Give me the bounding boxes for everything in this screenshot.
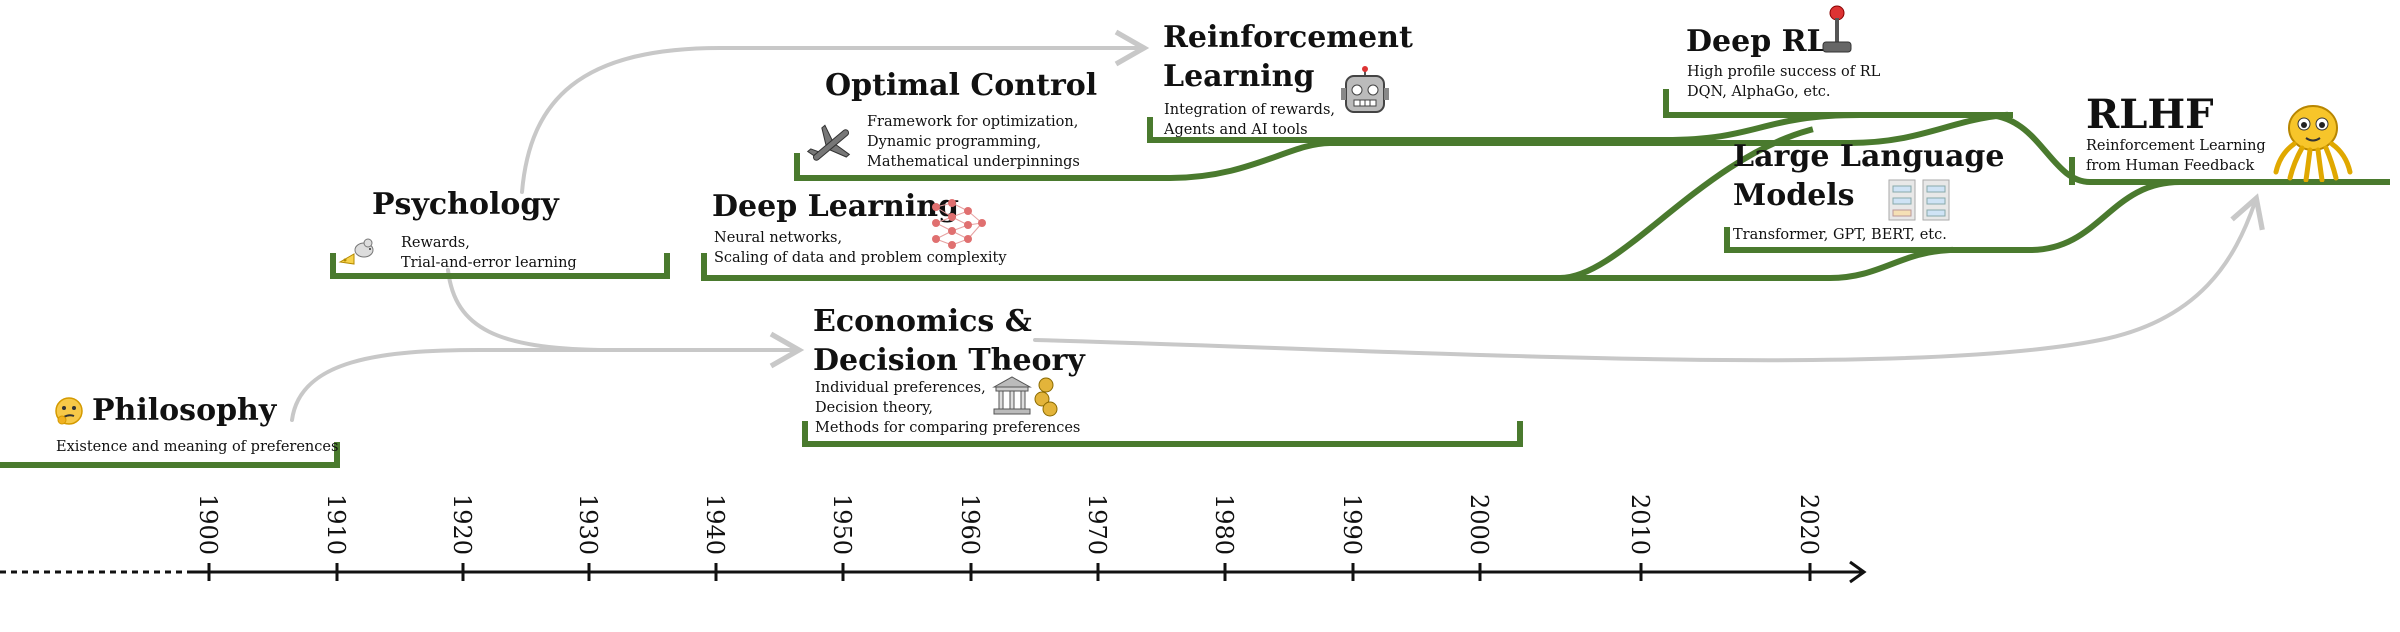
year-label-1960: 1960 xyxy=(956,494,984,556)
year-label-1920: 1920 xyxy=(448,494,476,556)
rl-title-2: Learning xyxy=(1163,59,1315,94)
deep-rl-title: Deep RL xyxy=(1686,24,1828,59)
influence-arrows xyxy=(290,29,2265,422)
year-label-2020: 2020 xyxy=(1795,494,1823,556)
optimal-control-desc-3: Mathematical underpinnings xyxy=(867,154,1080,170)
axis-ticks xyxy=(207,563,1812,581)
year-label-1940: 1940 xyxy=(701,494,729,556)
psychology-desc-1: Rewards, xyxy=(401,235,470,251)
arrow-economics-to-rlhf xyxy=(1033,193,2265,363)
arrow-psychology-to-economics xyxy=(446,268,602,352)
bank-coins-icon xyxy=(990,373,1060,423)
year-label-2000: 2000 xyxy=(1465,494,1493,556)
rl-title-1: Reinforcement xyxy=(1163,20,1413,55)
optimal-control-desc-1: Framework for optimization, xyxy=(867,114,1079,130)
rlhf-title: RLHF xyxy=(2086,91,2214,138)
octopus-mascot-icon xyxy=(2270,96,2356,186)
deep-learning-desc-2: Scaling of data and problem complexity xyxy=(714,250,1007,266)
year-label-1910: 1910 xyxy=(322,494,350,556)
economics-desc-1: Individual preferences, xyxy=(815,380,986,396)
rl-desc-1: Integration of rewards, xyxy=(1164,102,1336,118)
rl-desc-2: Agents and AI tools xyxy=(1164,122,1308,138)
track-psychology xyxy=(330,253,670,279)
track-deep-rl xyxy=(1663,89,2390,185)
year-label-1950: 1950 xyxy=(828,494,856,556)
economics-desc-3: Methods for comparing preferences xyxy=(815,420,1081,436)
deep-rl-desc-2: DQN, AlphaGo, etc. xyxy=(1687,84,1831,100)
arrow-psychology-to-rl xyxy=(520,29,1150,194)
axis-arrowhead xyxy=(1849,560,1867,584)
economics-desc-2: Decision theory, xyxy=(815,400,934,416)
psychology-title: Psychology xyxy=(372,187,559,222)
optimal-control-desc-2: Dynamic programming, xyxy=(867,134,1042,150)
llm-desc: Transformer, GPT, BERT, etc. xyxy=(1733,227,1947,243)
llm-title-2: Models xyxy=(1733,178,1855,213)
economics-title-1: Economics & xyxy=(813,304,1032,339)
neural-network-icon xyxy=(930,195,986,255)
mouse-cheese-icon xyxy=(338,232,374,270)
year-label-2010: 2010 xyxy=(1626,494,1654,556)
optimal-control-title: Optimal Control xyxy=(825,68,1098,103)
tracks xyxy=(0,89,2390,468)
deep-learning-desc-1: Neural networks, xyxy=(714,230,843,246)
deep-rl-desc-1: High profile success of RL xyxy=(1687,64,1881,80)
philosophy-title: Philosophy xyxy=(92,393,277,428)
rlhf-desc-1: Reinforcement Learning xyxy=(2086,138,2266,154)
year-label-1900: 1900 xyxy=(194,494,222,556)
thinking-face-icon xyxy=(54,396,84,430)
joystick-icon xyxy=(1820,4,1854,60)
year-label-1930: 1930 xyxy=(574,494,602,556)
philosophy-desc: Existence and meaning of preferences xyxy=(56,439,339,455)
year-label-1990: 1990 xyxy=(1338,494,1366,556)
track-optimal-control xyxy=(794,111,2009,181)
airplane-icon xyxy=(805,120,857,174)
year-label-1970: 1970 xyxy=(1083,494,1111,556)
llm-title-1: Large Language xyxy=(1733,139,2005,174)
year-label-1980: 1980 xyxy=(1210,494,1238,556)
deep-learning-title: Deep Learning xyxy=(712,189,960,224)
transformer-diagram-icon xyxy=(1885,176,1955,228)
arrow-philosophy-to-economics xyxy=(290,331,805,422)
track-philosophy xyxy=(0,442,340,468)
economics-title-2: Decision Theory xyxy=(813,343,1085,378)
track-economics xyxy=(802,421,1523,447)
rlhf-desc-2: from Human Feedback xyxy=(2086,158,2255,174)
track-llm xyxy=(1724,178,2184,253)
psychology-desc-2: Trial-and-error learning xyxy=(401,255,577,271)
robot-icon xyxy=(1340,66,1390,122)
time-axis xyxy=(0,560,1867,584)
